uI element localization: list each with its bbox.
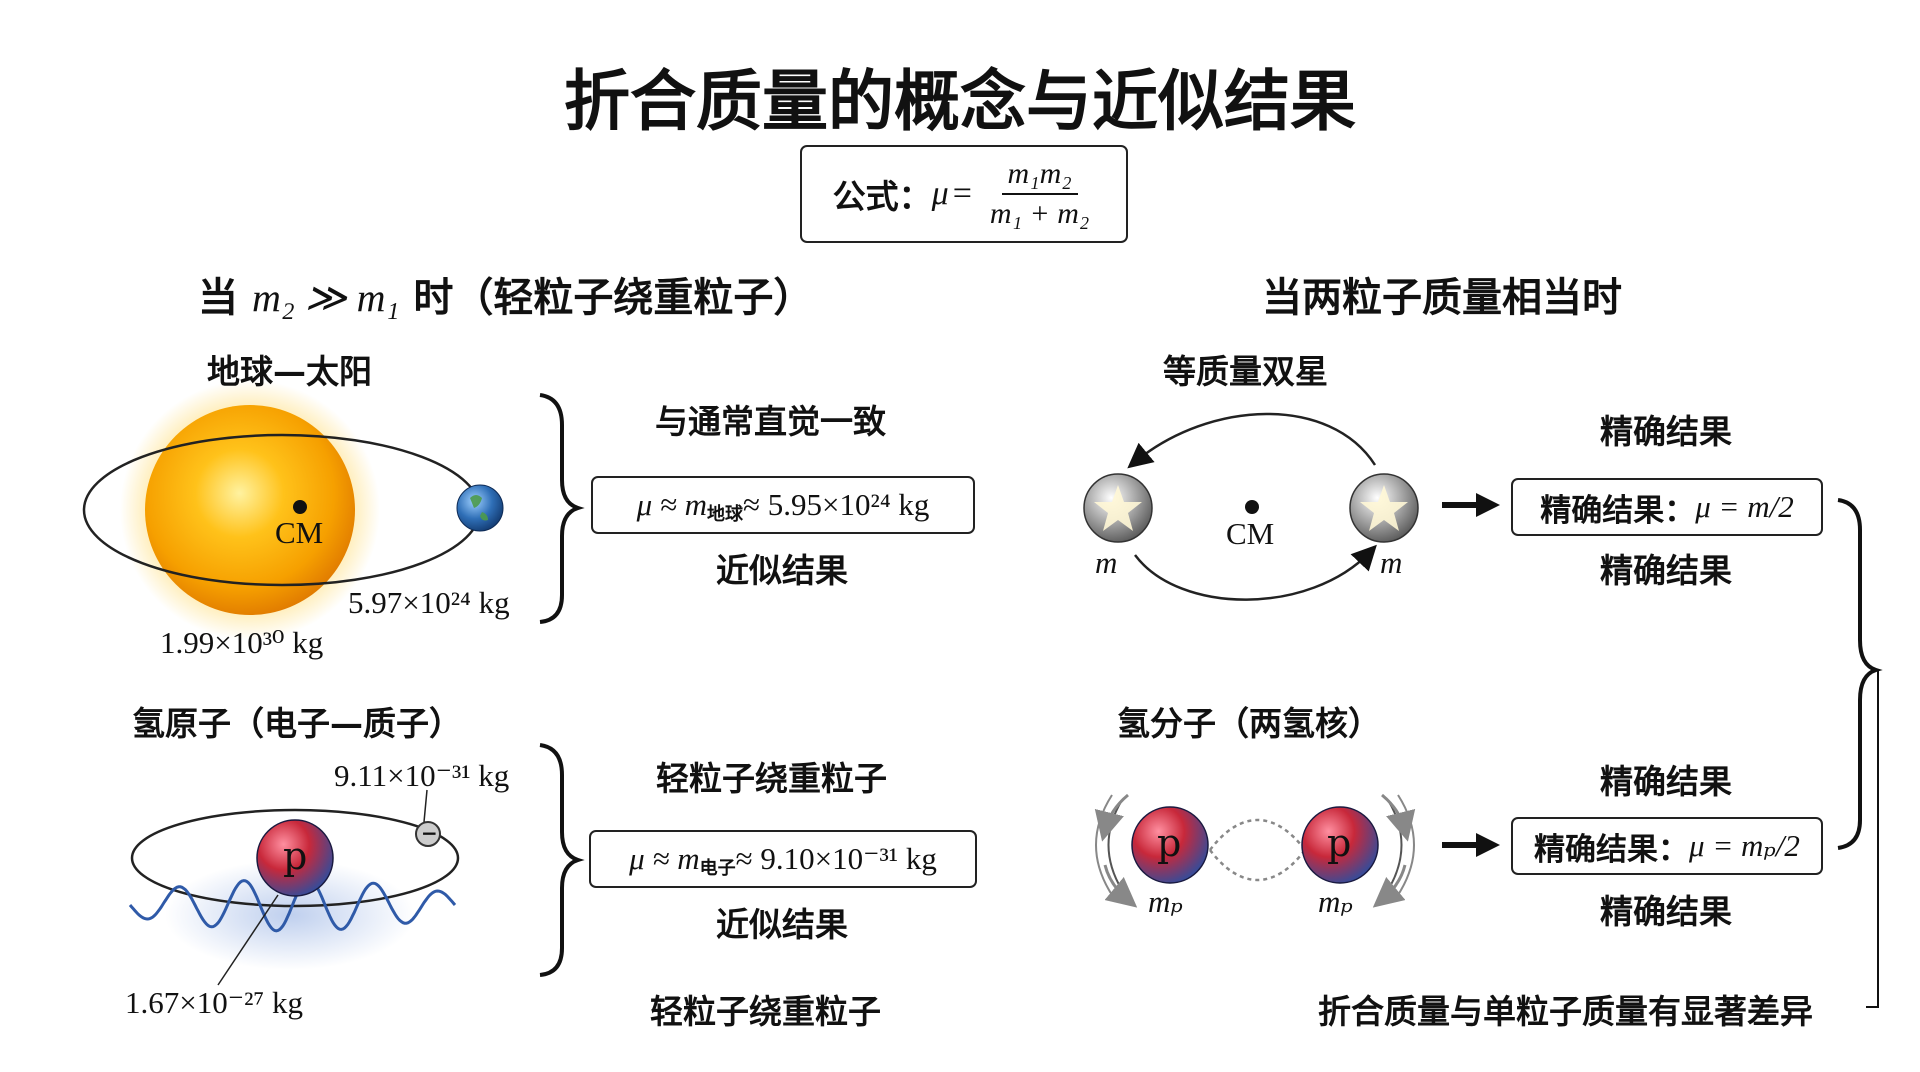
h2-box-math: μ = mₚ/2 bbox=[1689, 828, 1800, 863]
star-left-glyph-icon bbox=[1094, 485, 1142, 531]
binary-cm-label: CM bbox=[1226, 516, 1275, 551]
binary-box-prefix: 精确结果： bbox=[1540, 492, 1696, 529]
formula-prefix: 公式： bbox=[832, 177, 932, 216]
h2-title: 氢分子（两氢核） bbox=[1117, 704, 1381, 743]
binary-result-arrow bbox=[1442, 493, 1500, 517]
binary-title: 等质量双星 bbox=[1163, 352, 1328, 391]
hydrogen-top-label: 轻粒子绕重粒子 bbox=[656, 759, 887, 798]
binary-cm-dot bbox=[1245, 500, 1259, 514]
h2-p-right: p bbox=[1327, 821, 1352, 865]
proton-mass-label: 1.67×10⁻²⁷ kg bbox=[125, 985, 303, 1020]
proton-leader-line bbox=[217, 894, 279, 986]
left-heading-math: m₂ ≫ m₁ bbox=[251, 275, 400, 320]
cm-dot bbox=[293, 500, 307, 514]
brace-earth-sun bbox=[539, 393, 585, 624]
earth-continents-icon bbox=[470, 495, 488, 521]
binary-orbit-top bbox=[1127, 412, 1377, 469]
h2-arrow-head-icon bbox=[1476, 833, 1500, 857]
left-heading-suffix: 时（轻粒子绕重粒子） bbox=[413, 275, 814, 321]
h2-mass-left: mₚ bbox=[1148, 884, 1183, 919]
binary-orbit-bottom bbox=[1134, 544, 1377, 601]
brace-right-leader bbox=[1866, 669, 1879, 1008]
earth-sun-cm-label: CM bbox=[275, 515, 324, 550]
h2-result-box: 精确结果： μ = mₚ/2 bbox=[1511, 817, 1823, 875]
electron-sign: − bbox=[421, 821, 438, 845]
h2-molecule-diagram bbox=[1094, 793, 1416, 908]
vibration-arrow-left-top bbox=[1094, 793, 1129, 842]
formula-box: 公式： μ = m₁m₂ m₁ + m₂ bbox=[800, 145, 1128, 243]
hydrogen-title: 氢原子（电子—质子） bbox=[132, 704, 462, 743]
left-heading-prefix: 当 bbox=[198, 275, 238, 321]
earth-sun-result-box: μ ≈ m 地球 ≈ 5.95×10²⁴ kg bbox=[591, 476, 975, 534]
electron-icon bbox=[415, 821, 441, 847]
earth-icon bbox=[456, 484, 504, 532]
earth-sun-bottom-label: 近似结果 bbox=[716, 551, 848, 590]
binary-star-diagram bbox=[1083, 412, 1419, 601]
star-right-glyph-icon bbox=[1360, 485, 1408, 531]
formula-denominator: m₁ + m₂ bbox=[989, 197, 1090, 230]
earth-sun-diagram bbox=[82, 380, 504, 640]
earth-sun-box-value: ≈ 5.95×10²⁴ kg bbox=[743, 487, 930, 522]
hydrogen-box-sub: 电子 bbox=[699, 858, 736, 879]
vibration-arrow-right-top bbox=[1381, 793, 1416, 842]
electron-orbit bbox=[130, 808, 460, 908]
electron-leader-line bbox=[423, 789, 428, 823]
h2-box-prefix: 精确结果： bbox=[1534, 831, 1690, 868]
h2-bottom-label: 精确结果 bbox=[1600, 892, 1732, 931]
orbit-arrow bbox=[405, 445, 470, 486]
earth-mass-label: 5.97×10²⁴ kg bbox=[348, 585, 510, 620]
h2-mass-right: mₚ bbox=[1318, 884, 1353, 919]
binary-box-math: μ = m/2 bbox=[1695, 489, 1794, 524]
matter-wave bbox=[128, 877, 457, 933]
h2-result-arrow bbox=[1442, 833, 1500, 857]
vibration-arrow-left-bottom bbox=[1103, 864, 1138, 908]
brace-hydrogen bbox=[539, 743, 585, 977]
binary-mass-left: m bbox=[1095, 545, 1118, 580]
nucleus-right-icon bbox=[1301, 806, 1379, 884]
hydrogen-box-mu: μ ≈ m bbox=[629, 841, 700, 876]
h2-p-left: p bbox=[1157, 821, 1182, 865]
binary-top-label: 精确结果 bbox=[1600, 412, 1732, 451]
binary-result-box: 精确结果： μ = m/2 bbox=[1511, 478, 1823, 536]
hydrogen-result-box: μ ≈ m 电子 ≈ 9.10×10⁻³¹ kg bbox=[589, 830, 977, 888]
hydrogen-atom-diagram bbox=[128, 789, 460, 986]
earth-sun-box-mu: μ ≈ m bbox=[636, 487, 708, 522]
hydrogen-box-value: ≈ 9.10×10⁻³¹ kg bbox=[735, 841, 937, 876]
earth-sun-title: 地球—太阳 bbox=[207, 352, 372, 391]
binary-bottom-label: 精确结果 bbox=[1600, 551, 1732, 590]
formula-eq: = bbox=[952, 175, 972, 212]
page-title: 折合质量的概念与近似结果 bbox=[564, 63, 1356, 140]
formula-numerator: m₁m₂ bbox=[1001, 157, 1078, 195]
sun-mass-label: 1.99×10³⁰ kg bbox=[160, 625, 324, 660]
left-heading: 当 m₂ ≫ m₁ 时（轻粒子绕重粒子） bbox=[198, 265, 813, 323]
vibration-arrow-right-bottom bbox=[1372, 864, 1407, 908]
proton-letter: p bbox=[283, 834, 308, 878]
h2-top-label: 精确结果 bbox=[1600, 762, 1732, 801]
hydrogen-bottom-label: 近似结果 bbox=[716, 905, 848, 944]
earth-sun-box-sub: 地球 bbox=[707, 504, 744, 525]
earth-sun-top-label: 与通常直觉一致 bbox=[655, 402, 886, 441]
electron-mass-label: 9.11×10⁻³¹ kg bbox=[334, 758, 510, 793]
sun-icon bbox=[145, 405, 355, 615]
formula-fraction: m₁m₂ m₁ + m₂ bbox=[984, 157, 1095, 231]
proton-icon bbox=[256, 819, 334, 897]
nucleus-left-icon bbox=[1131, 806, 1209, 884]
binary-mass-right: m bbox=[1380, 545, 1403, 580]
binary-arrow-head-icon bbox=[1476, 493, 1500, 517]
hydrogen-footer: 轻粒子绕重粒子 bbox=[650, 992, 881, 1031]
brace-right bbox=[1837, 498, 1883, 850]
formula-mu: μ bbox=[931, 175, 949, 212]
right-footer: 折合质量与单粒子质量有显著差异 bbox=[1318, 992, 1813, 1031]
right-heading: 当两粒子质量相当时 bbox=[1262, 275, 1622, 321]
